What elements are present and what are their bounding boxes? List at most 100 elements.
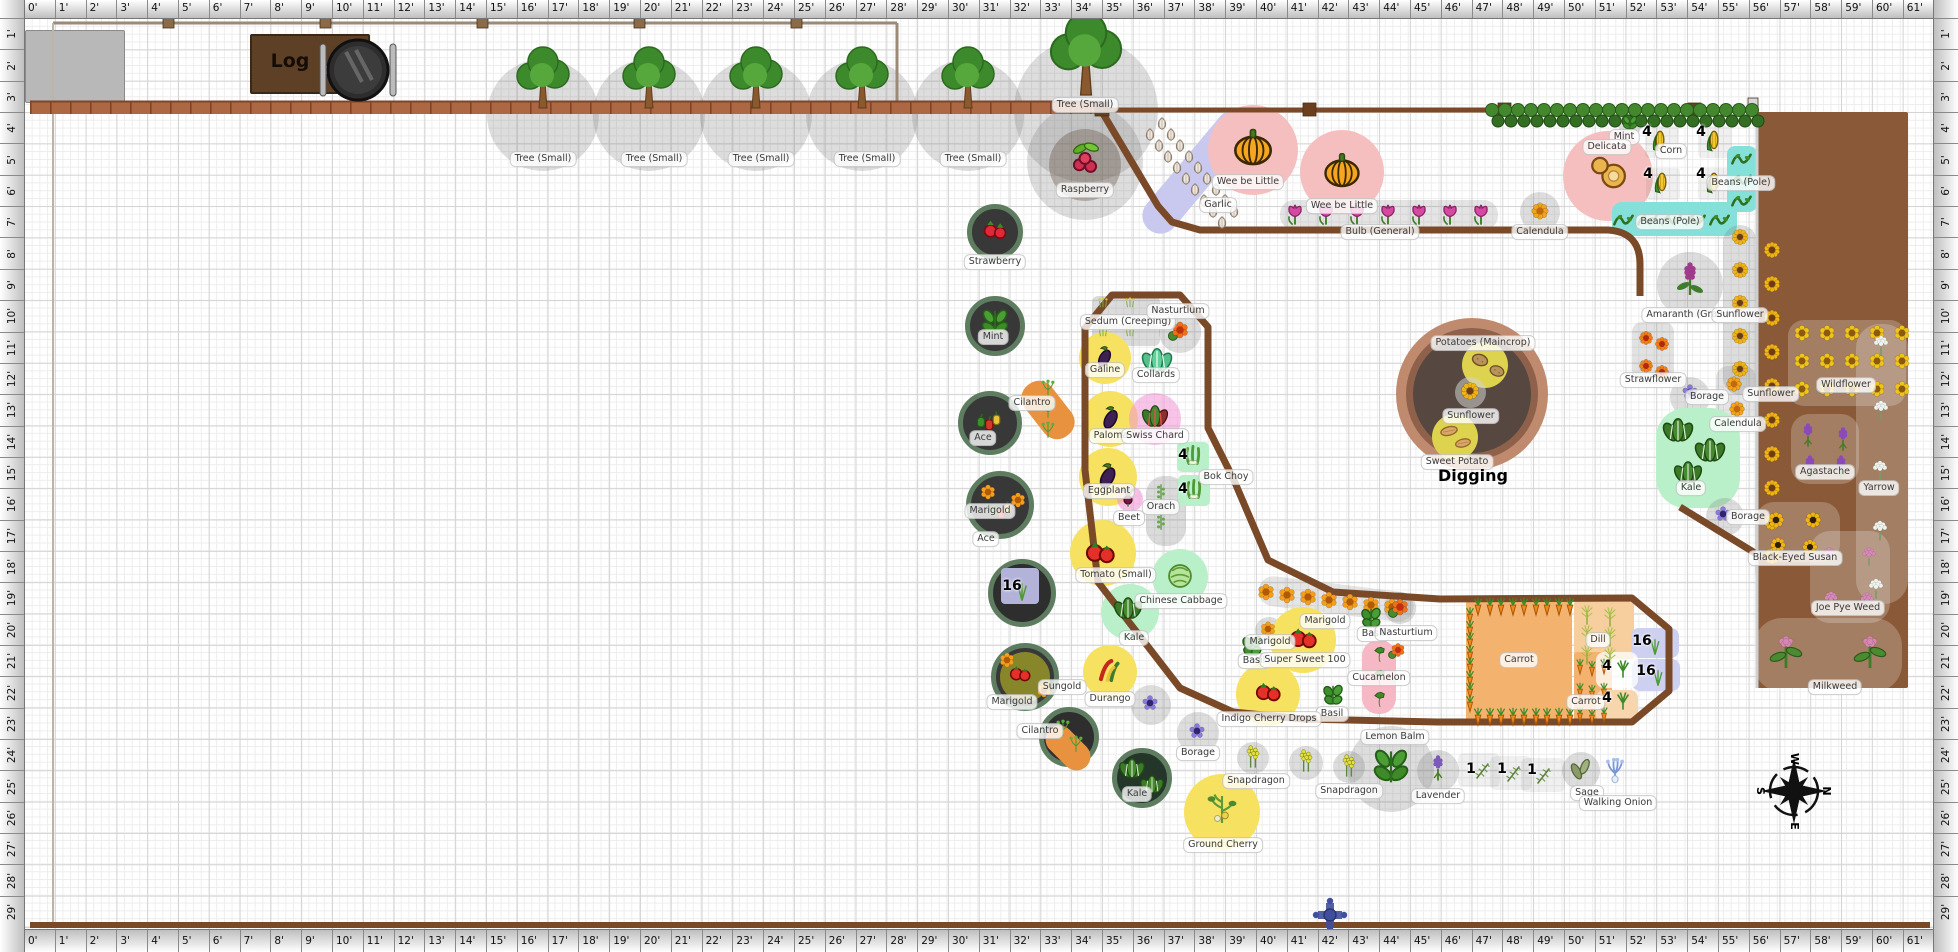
flowerYellow-icon[interactable] bbox=[1888, 347, 1917, 376]
corn-icon[interactable] bbox=[1647, 168, 1677, 198]
flowerYellow-icon[interactable] bbox=[1813, 347, 1842, 376]
plantYellow-icon[interactable] bbox=[1201, 787, 1243, 829]
tomato-icon[interactable] bbox=[1079, 529, 1121, 571]
snapdragon-zone[interactable] bbox=[1289, 746, 1323, 780]
ruler-tick: 35' bbox=[1102, 0, 1133, 18]
plant-label: Walking Onion bbox=[1578, 795, 1658, 811]
flowerOrange-icon[interactable] bbox=[994, 647, 1021, 674]
milkweedI-icon[interactable] bbox=[1848, 630, 1893, 675]
sunflowerF-icon[interactable] bbox=[1725, 222, 1755, 252]
flowerOrange-icon[interactable] bbox=[975, 479, 1002, 506]
cilantro-icon[interactable] bbox=[1035, 375, 1062, 402]
milkweedI-icon[interactable] bbox=[1764, 630, 1809, 675]
sunflowerF-icon[interactable] bbox=[1757, 439, 1787, 469]
calendulaF-icon[interactable] bbox=[1722, 394, 1752, 424]
snapdragon-zone[interactable] bbox=[1237, 742, 1269, 774]
leafy-icon[interactable] bbox=[1116, 754, 1149, 787]
leafy-icon[interactable] bbox=[1691, 433, 1730, 472]
blackeyedF-icon[interactable] bbox=[1761, 505, 1791, 535]
carrotI-icon[interactable] bbox=[1458, 691, 1482, 715]
herbI-icon[interactable] bbox=[1468, 756, 1498, 786]
herbI-icon[interactable] bbox=[1499, 759, 1529, 789]
clusterPink-icon[interactable] bbox=[1854, 541, 1884, 571]
sageI-icon[interactable] bbox=[1564, 753, 1597, 786]
tomato-icon[interactable] bbox=[1005, 657, 1035, 687]
sunflowerF-icon[interactable] bbox=[1725, 321, 1755, 351]
sedum-icon[interactable] bbox=[1118, 290, 1142, 314]
snapdragonI-icon[interactable] bbox=[1333, 750, 1366, 783]
snapdragonI-icon[interactable] bbox=[1237, 741, 1270, 774]
calendulaF-icon[interactable] bbox=[1719, 369, 1749, 399]
cilantro-icon[interactable] bbox=[1035, 417, 1062, 444]
borageF-icon[interactable] bbox=[1182, 716, 1212, 746]
herb-cell[interactable] bbox=[1521, 758, 1565, 792]
snapdragonI-icon[interactable] bbox=[1290, 745, 1323, 778]
clusterWhite-icon[interactable] bbox=[1864, 514, 1897, 547]
carrotTopI-icon[interactable] bbox=[1608, 686, 1638, 716]
bulbF-icon[interactable] bbox=[1465, 198, 1498, 231]
sunflowerF-icon[interactable] bbox=[1757, 405, 1787, 435]
plant-label: Marigold bbox=[1299, 613, 1351, 629]
paver-patio[interactable] bbox=[25, 30, 125, 103]
flowerYellow-icon[interactable] bbox=[1788, 319, 1817, 348]
pepperTrio-icon[interactable] bbox=[972, 405, 1005, 438]
clusterWhite-icon[interactable] bbox=[1865, 394, 1898, 427]
strawberry-icon[interactable] bbox=[977, 211, 1013, 247]
sunflowerF-icon[interactable] bbox=[1757, 337, 1787, 367]
potatoI-icon[interactable] bbox=[1482, 356, 1512, 386]
beanvineI-icon[interactable] bbox=[1727, 185, 1757, 215]
cilantro-icon[interactable] bbox=[1063, 731, 1090, 758]
flowerYellow-icon[interactable] bbox=[1863, 347, 1892, 376]
nasturtiumF-icon[interactable] bbox=[1384, 591, 1417, 624]
flowerYellow-icon[interactable] bbox=[1888, 375, 1917, 404]
sunflowerF-icon[interactable] bbox=[1757, 269, 1787, 299]
amaranthI-icon[interactable] bbox=[1669, 259, 1711, 301]
sunflowerF-icon[interactable] bbox=[1454, 375, 1487, 408]
lavenderI-icon[interactable] bbox=[1420, 751, 1456, 787]
flowerYellow-icon[interactable] bbox=[1838, 347, 1867, 376]
cucleafI-icon[interactable] bbox=[1368, 688, 1392, 712]
clusterWhite-icon[interactable] bbox=[1860, 572, 1893, 605]
sedum-icon[interactable] bbox=[1091, 290, 1115, 314]
flowerYellow-icon[interactable] bbox=[1788, 347, 1817, 376]
chive-icon[interactable] bbox=[1007, 577, 1037, 607]
spikePurple-icon[interactable] bbox=[1827, 424, 1860, 457]
garlicI-icon[interactable] bbox=[1209, 210, 1236, 237]
snapdragon-zone[interactable] bbox=[1333, 751, 1365, 783]
beanvineI-icon[interactable] bbox=[1705, 204, 1735, 234]
flowerOrange-icon[interactable] bbox=[1005, 487, 1032, 514]
sunflowerF-icon[interactable] bbox=[1757, 473, 1787, 503]
pumpkin-icon[interactable] bbox=[1321, 150, 1363, 192]
herb-cell[interactable] bbox=[1458, 753, 1500, 787]
spikePurple-icon[interactable] bbox=[1792, 420, 1825, 453]
corn-icon[interactable] bbox=[1699, 126, 1729, 156]
flowerYellow-icon[interactable] bbox=[1838, 319, 1867, 348]
minty-icon[interactable] bbox=[1366, 741, 1417, 792]
cucleafI-icon[interactable] bbox=[1368, 643, 1392, 667]
pumpkin-icon[interactable] bbox=[1231, 126, 1276, 171]
beanvineI-icon[interactable] bbox=[1727, 143, 1757, 173]
carrotTopI-icon[interactable] bbox=[1608, 654, 1638, 684]
herbI-icon[interactable] bbox=[1529, 761, 1559, 791]
bulbF-icon[interactable] bbox=[1434, 198, 1467, 231]
chive-cell[interactable] bbox=[1001, 568, 1039, 604]
raspberry-icon[interactable] bbox=[1063, 138, 1108, 183]
ruler-tick: 29' bbox=[917, 930, 948, 952]
squash-icon[interactable] bbox=[1586, 150, 1631, 195]
clusterWhite-icon[interactable] bbox=[1864, 454, 1897, 487]
clusterPink-icon[interactable] bbox=[1816, 585, 1846, 615]
sunflowerF-icon[interactable] bbox=[1757, 235, 1787, 265]
sunflowerF-icon[interactable] bbox=[1725, 354, 1755, 384]
flowerYellow-icon[interactable] bbox=[1813, 319, 1842, 348]
flowerYellow-icon[interactable] bbox=[1888, 319, 1917, 348]
blackeyedF-icon[interactable] bbox=[1798, 505, 1828, 535]
tomato-icon[interactable] bbox=[1250, 672, 1286, 708]
cabbageI-icon[interactable] bbox=[1162, 558, 1198, 594]
sunflowerF-icon[interactable] bbox=[1725, 255, 1755, 285]
chili-icon[interactable] bbox=[1092, 652, 1128, 688]
clusterWhite-icon[interactable] bbox=[1865, 329, 1898, 362]
calendulaF-icon[interactable] bbox=[1524, 195, 1557, 228]
ruler-tick: 31' bbox=[978, 930, 1010, 952]
borageF-icon[interactable] bbox=[1135, 688, 1165, 718]
onionBlueI-icon[interactable] bbox=[1599, 755, 1632, 788]
